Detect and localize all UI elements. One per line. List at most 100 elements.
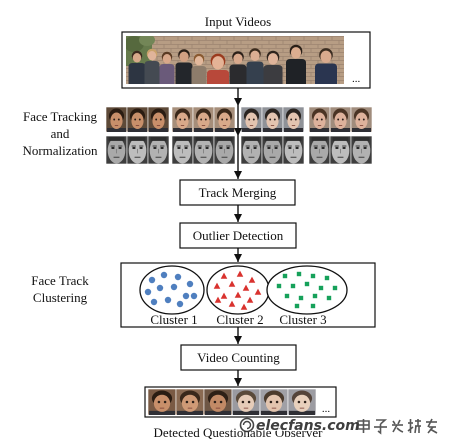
cluster-2-ellipse — [206, 265, 270, 315]
normalized-face-thumbnail — [308, 135, 331, 165]
output-caption: Detected Questionable Observer — [154, 425, 324, 440]
face-thumbnail — [147, 388, 177, 416]
cluster-1-point — [190, 292, 198, 300]
cluster-points — [144, 270, 338, 310]
video-counting-box — [180, 344, 297, 371]
input-videos-title: Input Videos — [205, 14, 272, 29]
face-thumbnail — [203, 388, 233, 416]
face-thumbnail — [147, 106, 170, 133]
watermark-cn-glyph — [357, 419, 370, 433]
cluster-1-label: Cluster 1 — [150, 312, 197, 327]
normalized-face-thumbnail — [105, 135, 128, 165]
cluster-3-point — [310, 273, 316, 279]
person-figure — [144, 48, 160, 84]
cluster-1-point — [164, 296, 172, 304]
normalized-face-thumbnail — [192, 135, 215, 165]
face-thumbnail — [350, 106, 373, 133]
face-thumbnail — [105, 106, 128, 133]
input-videos-ellipsis: ... — [352, 73, 361, 85]
input-video-photo — [126, 36, 344, 84]
watermark-cn-lettering — [357, 418, 438, 435]
face-thumbnail — [213, 106, 236, 133]
cluster-2-point — [220, 272, 228, 279]
normalized-face-thumbnail — [282, 135, 305, 165]
elecfans-logo-icon — [239, 417, 255, 433]
face-thumbnail — [329, 106, 352, 133]
cluster-1-point — [176, 300, 184, 308]
cluster-2-point — [242, 284, 250, 291]
face-thumbnail — [261, 106, 284, 133]
cluster-1-point — [144, 288, 152, 296]
clustering-label-line-1: Face Track — [31, 273, 89, 288]
cluster-3-point — [296, 271, 302, 277]
cluster-3-point — [318, 285, 324, 291]
cluster-2-point — [228, 280, 236, 287]
face-thumbnail — [287, 388, 317, 416]
cluster-1-point — [156, 284, 164, 292]
person-figure — [159, 51, 175, 84]
cluster-2-point — [228, 300, 236, 307]
cluster-1-point — [160, 271, 168, 279]
outlier-detection-box — [179, 222, 297, 249]
cluster-2-point — [240, 303, 248, 310]
cluster-3-point — [310, 303, 316, 309]
face-tracking-label-line-1: Face Tracking — [23, 109, 98, 124]
face-thumbnail — [231, 388, 261, 416]
cluster-1-point — [170, 283, 178, 291]
clustering-label-line-2: Clustering — [33, 290, 88, 305]
face-track-strips — [105, 106, 373, 165]
person-figure — [191, 53, 207, 84]
cluster-2-point — [234, 291, 242, 298]
face-thumbnail — [126, 106, 149, 133]
person-figure — [175, 49, 193, 84]
normalized-face-thumbnail — [171, 135, 194, 165]
cluster-2-point — [213, 282, 221, 289]
watermark-cn-glyph — [374, 419, 388, 435]
watermark: elecfans.com — [239, 417, 438, 435]
face-thumbnail — [282, 106, 305, 133]
normalized-face-thumbnail — [213, 135, 236, 165]
cluster-3-label: Cluster 3 — [279, 312, 326, 327]
cluster-1-point — [182, 292, 190, 300]
cluster-3-point — [284, 293, 290, 299]
cluster-2-point — [236, 270, 244, 277]
face-thumbnail — [308, 106, 331, 133]
face-tracking-label-line-2: and — [51, 126, 70, 141]
cluster-2-point — [254, 288, 262, 295]
normalized-face-thumbnail — [350, 135, 373, 165]
face-thumbnail — [192, 106, 215, 133]
cluster-2-point — [246, 296, 254, 303]
face-thumbnail — [171, 106, 194, 133]
person-figure — [286, 44, 306, 84]
normalized-face-thumbnail — [126, 135, 149, 165]
cluster-3-point — [332, 285, 338, 291]
track-merging-label: Track Merging — [199, 185, 277, 200]
cluster-3-point — [324, 275, 330, 281]
track-merging-box — [179, 179, 296, 206]
cluster-3-point — [282, 273, 288, 279]
person-figure — [263, 50, 283, 84]
watermark-text: elecfans.com — [256, 418, 360, 434]
cluster-3-point — [290, 283, 296, 289]
normalized-face-thumbnail — [329, 135, 352, 165]
cluster-1-point — [174, 273, 182, 281]
person-figure — [229, 51, 247, 84]
cluster-3-point — [298, 295, 304, 301]
face-thumbnail — [240, 106, 263, 133]
face-tracking-label-line-3: Normalization — [22, 143, 98, 158]
outlier-detection-label: Outlier Detection — [193, 228, 284, 243]
cluster-3-point — [304, 281, 310, 287]
cluster-1-point — [150, 298, 158, 306]
watermark-cn-glyph — [426, 418, 438, 434]
cluster-2-point — [220, 292, 228, 299]
cluster-2-label: Cluster 2 — [216, 312, 263, 327]
cluster-1-point — [148, 276, 156, 284]
normalized-face-thumbnail — [261, 135, 284, 165]
detected-face-thumbnails — [147, 388, 317, 416]
cluster-3-point — [312, 293, 318, 299]
watermark-cn-glyph — [407, 419, 421, 434]
normalized-face-thumbnail — [240, 135, 263, 165]
output-ellipsis: ... — [322, 403, 331, 415]
watermark-cn-glyph — [392, 419, 404, 433]
